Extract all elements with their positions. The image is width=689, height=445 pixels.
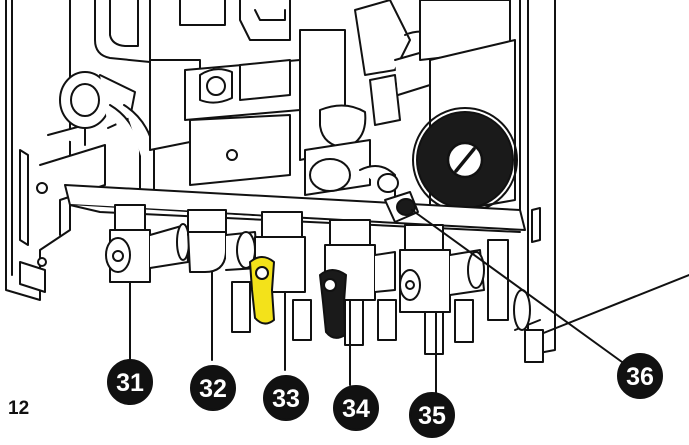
left-frame [5, 0, 106, 301]
valve-32 [187, 209, 259, 273]
callout-32: 32 [190, 365, 236, 411]
callout-36-label: 36 [626, 363, 654, 391]
callout-34-label: 34 [342, 395, 370, 423]
valve-31 [105, 204, 190, 283]
callout-36: 36 [617, 353, 663, 399]
upper-components [59, 0, 516, 216]
callout-33: 33 [263, 375, 309, 421]
callout-31: 31 [107, 359, 153, 405]
right-pipes [487, 239, 544, 363]
temperature-probe [384, 191, 419, 223]
black-tap [319, 269, 347, 339]
callout-32-label: 32 [199, 375, 227, 403]
leader-lines [129, 209, 623, 396]
callout-31-label: 31 [116, 369, 144, 397]
valve-35 [399, 224, 485, 355]
circulation-pump [412, 107, 518, 213]
yellow-tap [249, 256, 275, 325]
callout-33-label: 33 [272, 385, 300, 413]
figure-number: 12 [8, 398, 30, 419]
callout-34: 34 [333, 385, 379, 431]
callout-35-label: 35 [418, 402, 446, 430]
callout-35: 35 [409, 392, 455, 438]
